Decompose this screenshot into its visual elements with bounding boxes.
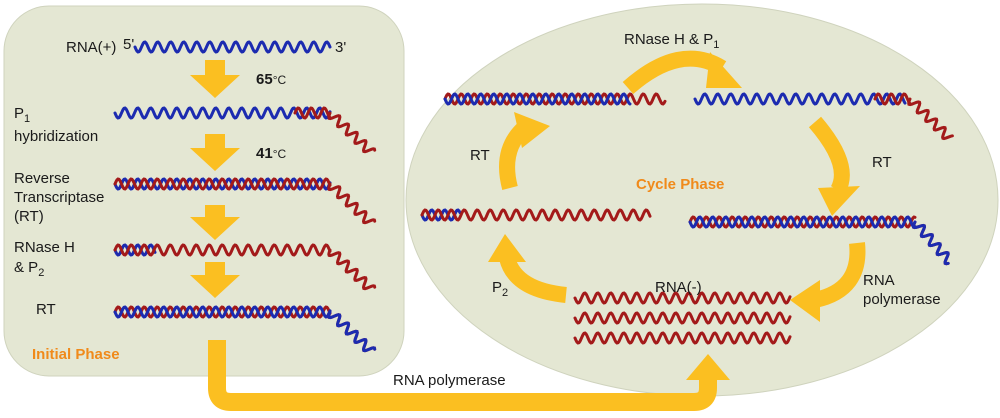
cycle-arrow-bottom-left-head <box>488 234 526 262</box>
rna-minus-label: RNA(-) <box>655 279 702 296</box>
cycle-arrow-right-head <box>818 186 860 216</box>
cycle-rna-top-right <box>693 92 907 106</box>
cycle-phase-title: Cycle Phase <box>636 176 724 193</box>
dna-comp-5 <box>113 305 332 319</box>
temp2-label: 41°C <box>256 145 286 162</box>
rna-minus-strand-1 <box>573 291 792 305</box>
rt-left-label: RT <box>470 147 490 164</box>
dna-tail-5-blue <box>327 310 377 353</box>
dna-strand-3 <box>113 177 332 191</box>
rna-polymerase-connector-arrow <box>208 340 717 411</box>
rna-polymerase-line1: RNA <box>863 272 895 289</box>
down-arrow-4 <box>190 262 240 298</box>
down-arrow-1 <box>190 60 240 98</box>
cycle-phase-labels: RNase H & P1 RT RT RNA polymerase P2 RNA… <box>470 31 941 308</box>
initial-phase-panel <box>3 5 405 377</box>
cycle-arrow-bottom-right-head <box>790 280 820 322</box>
rnase-h-label: RNase H <box>14 239 75 256</box>
rna-minus-strand-2 <box>573 311 792 325</box>
cycle-arrow-bottom-left <box>499 255 567 303</box>
dna-tail-4 <box>327 248 377 291</box>
rna-minus-strand-3 <box>573 331 792 345</box>
initial-phase-labels: RNA(+) 5' 3' 65°C 41°C P1 hybridization … <box>14 36 346 363</box>
connector-label: RNA polymerase <box>393 372 506 389</box>
dna-strand-4 <box>113 243 332 257</box>
p1-label: P1 <box>14 105 30 125</box>
dna-strand-5 <box>113 305 332 319</box>
rt-initial-label: RT <box>36 301 56 318</box>
cycle-arrow-right <box>808 116 850 194</box>
cycle-arrow-bottom-right <box>813 242 866 308</box>
five-prime-label: 5' <box>123 36 134 53</box>
rna-plus-label: RNA(+) <box>66 39 116 56</box>
cycle-dna-left <box>420 208 652 222</box>
rt-label-line1: Reverse <box>14 170 70 187</box>
p1-primer-strand-2 <box>293 106 332 120</box>
cycle-ds-right-blue <box>688 215 917 229</box>
cycle-tail-right-blue <box>911 220 950 266</box>
rnase-h-p1-label: RNase H & P1 <box>624 31 719 51</box>
p2-initial-label: & P2 <box>14 259 44 279</box>
temp1-label: 65°C <box>256 71 286 88</box>
strands <box>113 40 954 353</box>
p1-tail-2 <box>327 111 377 154</box>
down-arrow-3 <box>190 205 240 240</box>
initial-phase-title: Initial Phase <box>32 346 120 363</box>
initial-phase-down-arrows <box>190 60 240 298</box>
rna-polymerase-line2: polymerase <box>863 291 941 308</box>
p2-cycle-label: P2 <box>492 279 508 299</box>
cycle-arrow-left-head <box>514 112 550 148</box>
rna-plus-strand-3 <box>113 177 332 191</box>
rna-plus-strand-1 <box>133 40 332 54</box>
cycle-dsdna-top-left-blue <box>443 92 632 106</box>
rna-plus-strand-2 <box>113 106 332 120</box>
cycle-arrow-top-head <box>706 52 742 88</box>
rt-label-line3: (RT) <box>14 208 44 225</box>
cycle-tail-top-right <box>907 97 954 141</box>
cycle-arrows <box>488 50 866 322</box>
cycle-primer-top-right <box>873 92 912 106</box>
rna-polymerase-connector-arrowhead <box>686 354 730 380</box>
down-arrow-2 <box>190 134 240 171</box>
three-prime-label: 3' <box>335 39 346 56</box>
dna-tail-3 <box>327 182 377 225</box>
cycle-ds-right-red <box>688 215 917 229</box>
hybridization-label: hybridization <box>14 128 98 145</box>
rt-right-label: RT <box>872 154 892 171</box>
rt-label-line2: Transcriptase <box>14 189 104 206</box>
